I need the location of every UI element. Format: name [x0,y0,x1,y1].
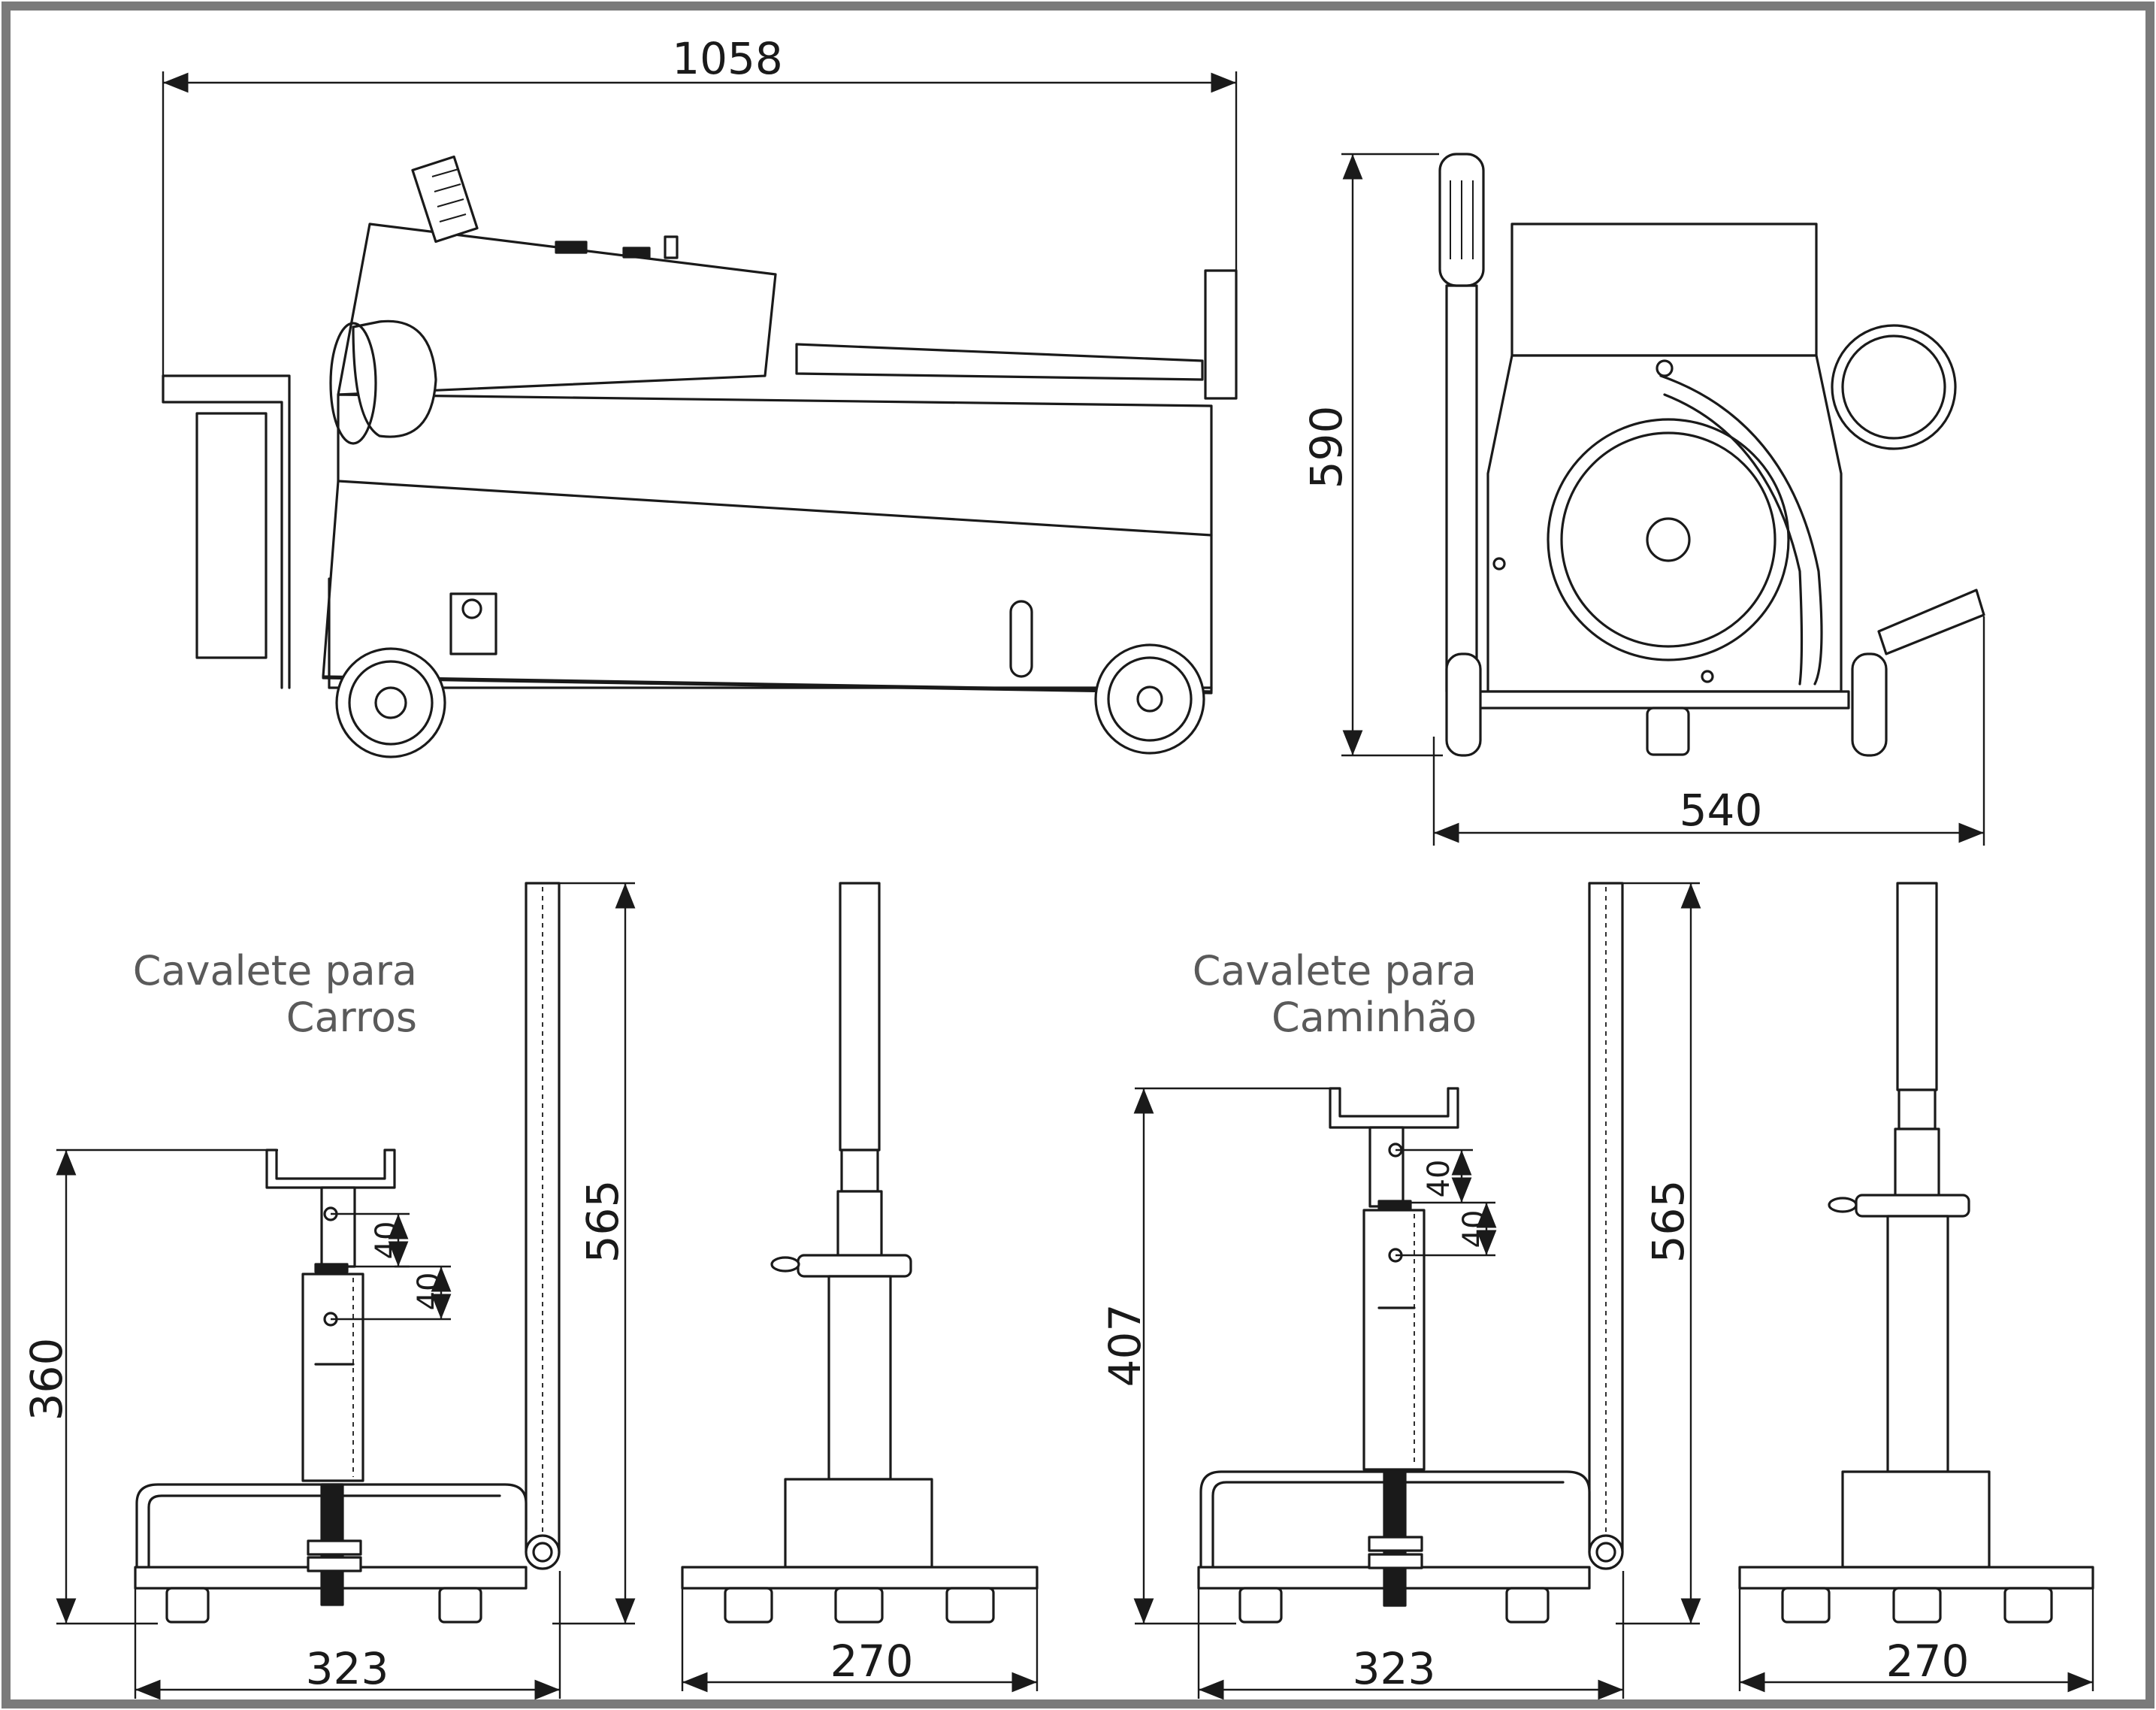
truck-stand-front-collar [1855,1194,1970,1218]
truck-stand-front-top-tube [1896,882,1938,1091]
truck-stand-side-view: Cavalete para Caminhão 407 565 40 40 [1099,882,1701,1700]
car-stand-step-2-label: 40 [412,1273,446,1311]
truck-stand-saddle [1329,1087,1459,1129]
truck-stand-dimension-label-handle: 565 [1643,1180,1694,1264]
truck-stand-inner-post [1368,1126,1405,1208]
truck-stand-caption-line1: Cavalete para [1193,947,1477,994]
truck-stand-handle [1588,882,1624,1554]
truck-stand-front-block [1841,1470,1991,1569]
car-stand-step-1-label: 40 [370,1221,404,1260]
pedal [1877,589,1985,655]
car-stand-dimension-label-height: 360 [21,1338,72,1421]
car-stand-front-plate [681,1566,1039,1590]
car-stand-front-block [784,1478,933,1569]
car-stand-handle [525,882,561,1554]
truck-stand-front-dimension-label: 270 [1886,1636,1970,1687]
machine-front-view: 590 540 [1301,153,1985,846]
dimension-label-length: 1058 [672,33,783,84]
truck-stand-step-1-label: 40 [1422,1160,1456,1198]
car-stand-front-collar [797,1254,912,1278]
front-dome [352,319,437,438]
front-center-foot [1646,707,1690,756]
car-stand-caption-line1: Cavalete para [133,947,417,994]
car-stand-outer-tube [301,1273,364,1482]
car-stand-dimension-label-base: 323 [306,1643,389,1694]
truck-stand-front-plate [1738,1566,2094,1590]
truck-stand-front-view: 270 [1738,882,2094,1693]
car-stand-saddle [265,1149,396,1189]
front-base-bar [1449,690,1850,710]
car-stand-front-dimension-label: 270 [830,1636,914,1687]
top-handle-grip [411,155,479,244]
rear-wheel [335,647,446,758]
front-top-box [1510,222,1818,357]
truck-stand-caption-line2: Caminhão [1272,994,1477,1041]
truck-stand-front-column [1886,1215,1949,1473]
truck-stand-dimension-label-base: 323 [1353,1643,1436,1694]
dimension-label-height: 590 [1301,406,1352,489]
machine-side-view: 1058 [162,33,1238,758]
car-stand-front-column [827,1275,892,1481]
machine-body [337,393,1213,537]
front-handle-frame [162,374,291,689]
front-panel [195,412,268,659]
car-stand-inner-post [320,1186,356,1268]
front-left-wheel [1445,652,1482,757]
car-stand-dimension-label-handle: 565 [577,1180,628,1264]
tray [795,343,1204,381]
front-handle-grip [1438,153,1485,287]
truck-stand-dimension-label-height: 407 [1099,1304,1151,1388]
truck-stand-step-2-label: 40 [1457,1210,1492,1248]
front-right-wheel [1851,652,1888,757]
dimension-label-width: 540 [1680,785,1763,836]
car-stand-front-view: 270 [681,882,1039,1693]
car-stand-caption-line2: Carros [286,994,417,1041]
front-wheel [1094,643,1205,755]
car-stand-front-top-tube [839,882,881,1152]
side-ring [1831,324,1957,450]
front-handle-post [1445,284,1478,693]
car-stand-side-view: Cavalete para Carros 360 565 40 [21,882,636,1700]
